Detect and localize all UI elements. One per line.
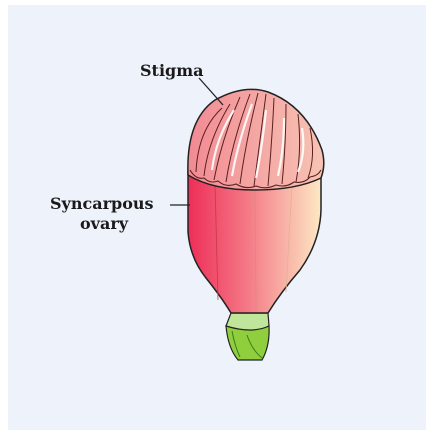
syncarpous-ovary: [188, 170, 321, 313]
stigma-label: Stigma: [140, 62, 204, 80]
syncarpous-ovary-label-line1: Syncarpous: [50, 195, 154, 213]
syncarpous-ovary-label-line2: ovary: [80, 215, 128, 233]
pedicel: [226, 313, 269, 360]
stigma-leader-line: [199, 78, 223, 105]
stigma: [188, 89, 324, 190]
